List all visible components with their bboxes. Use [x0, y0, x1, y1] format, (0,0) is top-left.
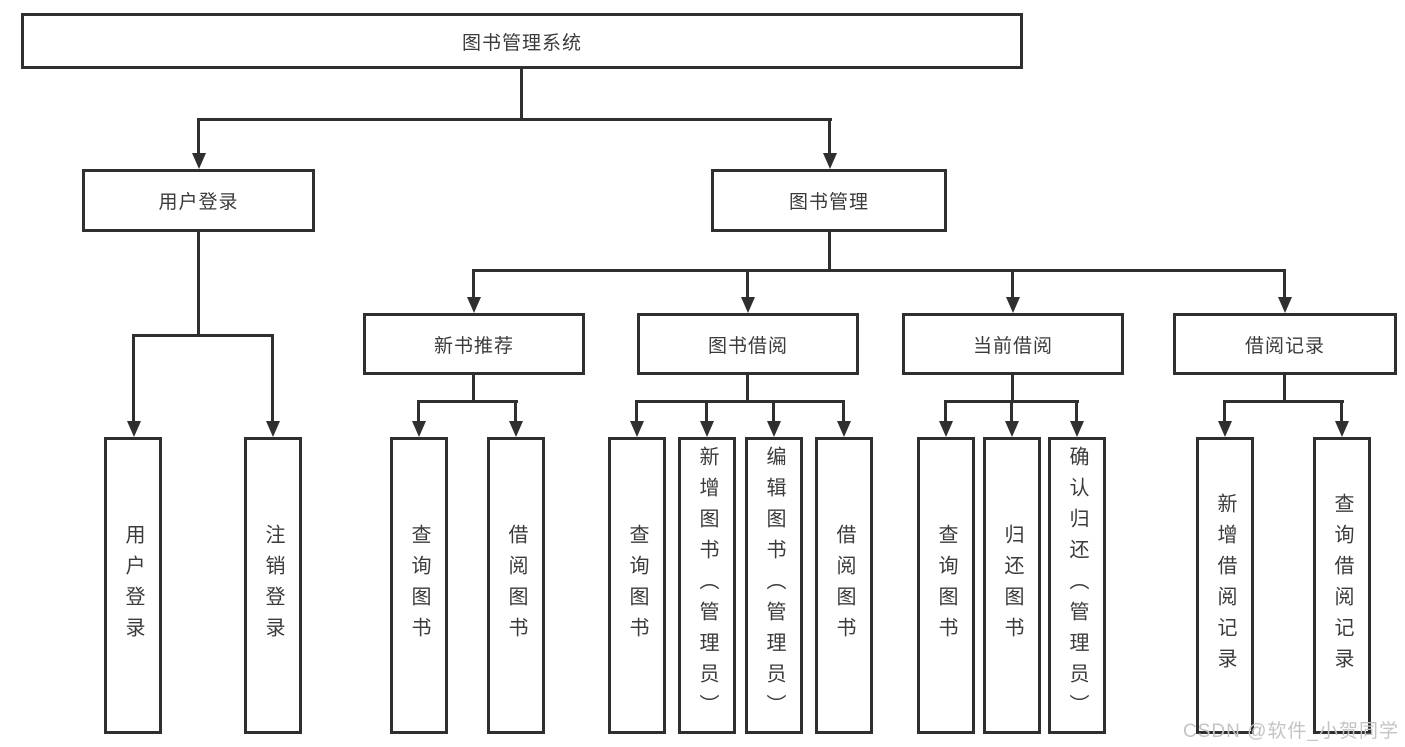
leaf-bb-add-books-admin-label: 新增图书（管理员） [696, 446, 718, 725]
arrowhead-icon [1335, 421, 1349, 437]
node-book-borrowing-label: 图书借阅 [707, 335, 788, 357]
connector-line [472, 269, 1286, 272]
connector-line [197, 118, 832, 121]
leaf-nb-query-books-label: 查询图书 [408, 523, 430, 648]
connector-line [132, 334, 135, 421]
arrowhead-icon [823, 153, 837, 169]
leaf-bb-edit-books-admin: 编辑图书（管理员） [745, 437, 803, 734]
arrowhead-icon [700, 421, 714, 437]
leaf-cb-query-books-label: 查询图书 [935, 523, 957, 648]
connector-line [1075, 400, 1078, 421]
node-book-borrowing: 图书借阅 [637, 313, 859, 375]
arrowhead-icon [412, 421, 426, 437]
arrowhead-icon [467, 297, 481, 313]
connector-line [635, 400, 845, 403]
connector-line [828, 118, 831, 155]
connector-line [197, 232, 200, 336]
arrowhead-icon [837, 421, 851, 437]
leaf-nb-borrow-books: 借阅图书 [487, 437, 545, 734]
arrowhead-icon [767, 421, 781, 437]
connector-line [828, 232, 831, 272]
node-user-login-label: 用户登录 [158, 192, 239, 213]
connector-line [1011, 375, 1014, 403]
connector-line [842, 400, 845, 421]
leaf-bb-query-books-label: 查询图书 [626, 523, 648, 648]
connector-line [746, 375, 749, 403]
watermark: CSDN @软件_小贺同学 [1183, 721, 1399, 742]
leaf-bb-query-books: 查询图书 [608, 437, 666, 734]
connector-line [746, 269, 749, 298]
arrowhead-icon [1006, 297, 1020, 313]
node-current-borrowing: 当前借阅 [902, 313, 1124, 375]
connector-line [520, 69, 523, 121]
arrowhead-icon [127, 421, 141, 437]
arrowhead-icon [630, 421, 644, 437]
node-borrowing-records: 借阅记录 [1173, 313, 1397, 375]
leaf-cb-return-books-label: 归还图书 [1001, 523, 1023, 648]
leaf-user-login: 用户登录 [104, 437, 162, 734]
arrowhead-icon [1070, 421, 1084, 437]
leaf-cb-return-books: 归还图书 [983, 437, 1041, 734]
leaf-bb-borrow-books: 借阅图书 [815, 437, 873, 734]
arrowhead-icon [939, 421, 953, 437]
connector-line [1011, 269, 1014, 298]
arrowhead-icon [741, 297, 755, 313]
connector-line [132, 334, 274, 337]
connector-line [772, 400, 775, 421]
leaf-bb-add-books-admin: 新增图书（管理员） [678, 437, 736, 734]
leaf-cb-confirm-return-admin: 确认归还（管理员） [1048, 437, 1106, 734]
connector-line [472, 269, 475, 298]
connector-line [1223, 400, 1344, 403]
connector-line [944, 400, 947, 421]
node-library-system-label: 图书管理系统 [461, 32, 582, 54]
leaf-bb-edit-books-admin-label: 编辑图书（管理员） [763, 446, 785, 725]
leaf-logout-label: 注销登录 [262, 523, 284, 648]
leaf-cb-query-books: 查询图书 [917, 437, 975, 734]
leaf-cb-confirm-return-admin-label: 确认归还（管理员） [1066, 446, 1088, 725]
node-user-login: 用户登录 [82, 169, 315, 232]
arrowhead-icon [1005, 421, 1019, 437]
node-current-borrowing-label: 当前借阅 [972, 335, 1053, 357]
arrowhead-icon [509, 421, 523, 437]
leaf-br-add-record: 新增借阅记录 [1196, 437, 1254, 734]
connector-line [705, 400, 708, 421]
leaf-logout: 注销登录 [244, 437, 302, 734]
connector-line [417, 400, 518, 403]
arrowhead-icon [1218, 421, 1232, 437]
connector-line [271, 334, 274, 421]
arrowhead-icon [1278, 297, 1292, 313]
connector-line [417, 400, 420, 421]
connector-line [472, 375, 475, 403]
connector-line [514, 400, 517, 421]
node-new-book-recommend-label: 新书推荐 [433, 335, 514, 357]
leaf-nb-query-books: 查询图书 [390, 437, 448, 734]
connector-line [635, 400, 638, 421]
leaf-user-login-label: 用户登录 [122, 523, 144, 648]
node-new-book-recommend: 新书推荐 [363, 313, 585, 375]
leaf-bb-borrow-books-label: 借阅图书 [833, 523, 855, 648]
leaf-nb-borrow-books-label: 借阅图书 [505, 523, 527, 648]
arrowhead-icon [192, 153, 206, 169]
connector-line [1283, 269, 1286, 298]
node-book-management-label: 图书管理 [788, 192, 869, 213]
connector-line [197, 118, 200, 155]
connector-line [1340, 400, 1343, 421]
node-borrowing-records-label: 借阅记录 [1244, 335, 1325, 357]
connector-line [1010, 400, 1013, 421]
node-library-system: 图书管理系统 [21, 13, 1023, 69]
node-book-management: 图书管理 [711, 169, 947, 232]
connector-line [1223, 400, 1226, 421]
leaf-br-add-record-label: 新增借阅记录 [1214, 492, 1236, 679]
connector-line [1283, 375, 1286, 403]
leaf-br-query-record-label: 查询借阅记录 [1331, 492, 1353, 679]
leaf-br-query-record: 查询借阅记录 [1313, 437, 1371, 734]
arrowhead-icon [266, 421, 280, 437]
